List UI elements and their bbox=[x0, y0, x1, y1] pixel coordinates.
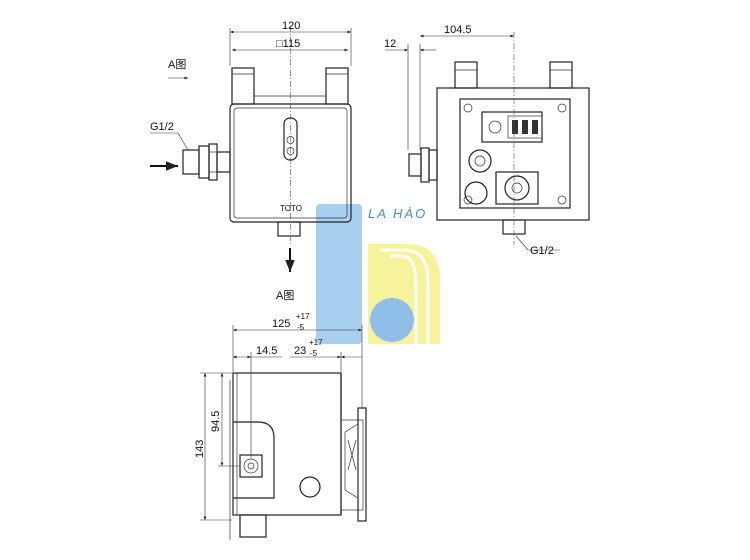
valve-body bbox=[495, 171, 539, 205]
back-top-fitting-left bbox=[454, 61, 478, 89]
side-wall-plate bbox=[357, 407, 367, 522]
watermark-blue-circle bbox=[370, 298, 414, 342]
dim-offset-14-5: 14.5 bbox=[256, 345, 277, 357]
dim-depth-tol-minus: -5 bbox=[297, 323, 305, 332]
side-cap bbox=[299, 476, 321, 498]
dim-width-inner: □115 bbox=[276, 38, 300, 50]
dim-offset-23-tol-plus: +17 bbox=[309, 338, 323, 347]
front-inlet-nut bbox=[198, 145, 210, 179]
dim-offset-12: 12 bbox=[384, 38, 396, 50]
watermark-text: LA HÀO bbox=[368, 206, 427, 221]
back-inner-frame bbox=[459, 98, 571, 209]
front-bottom-outlet bbox=[277, 221, 301, 237]
watermark-blue-bar bbox=[316, 204, 362, 344]
side-inlet-housing bbox=[233, 421, 275, 499]
brand-mark: TOTO bbox=[280, 204, 302, 213]
side-bottom-outlet bbox=[239, 514, 267, 538]
front-view-label: A图 bbox=[168, 58, 186, 71]
watermark: LA HÀO bbox=[316, 204, 440, 344]
dim-height-total: 143 bbox=[194, 440, 206, 458]
back-view: 12 104.5 G1/2 bbox=[384, 24, 590, 257]
front-inlet-nipple bbox=[182, 149, 200, 175]
dim-distance-104-5: 104.5 bbox=[444, 24, 472, 36]
dim-depth: 125 bbox=[272, 318, 290, 330]
side-inlet-nut bbox=[239, 454, 263, 478]
front-top-fitting-left bbox=[231, 67, 255, 105]
front-view: TOTO 120 □115 A图 G1/2 A图 bbox=[150, 20, 352, 302]
back-inlet-nipple bbox=[408, 153, 422, 177]
dim-width-outer: 120 bbox=[282, 20, 300, 32]
battery-cap bbox=[464, 181, 488, 205]
dim-height-inlet: 94.5 bbox=[210, 411, 222, 432]
side-view-label: A图 bbox=[276, 289, 294, 302]
side-body bbox=[232, 372, 342, 516]
dim-depth-tol-plus: +17 bbox=[296, 312, 310, 321]
front-top-fitting-right bbox=[325, 67, 349, 105]
front-thread-label: G1/2 bbox=[150, 121, 174, 133]
back-top-fitting-right bbox=[549, 61, 573, 89]
dim-offset-23: 23 bbox=[294, 345, 306, 357]
back-thread-label: G1/2 bbox=[530, 245, 554, 257]
dim-offset-23-tol-minus: -5 bbox=[310, 349, 318, 358]
filter-cap bbox=[468, 149, 492, 173]
side-view: 143 94.5 125 +17 -5 14.5 23 +17 -5 bbox=[194, 312, 367, 540]
